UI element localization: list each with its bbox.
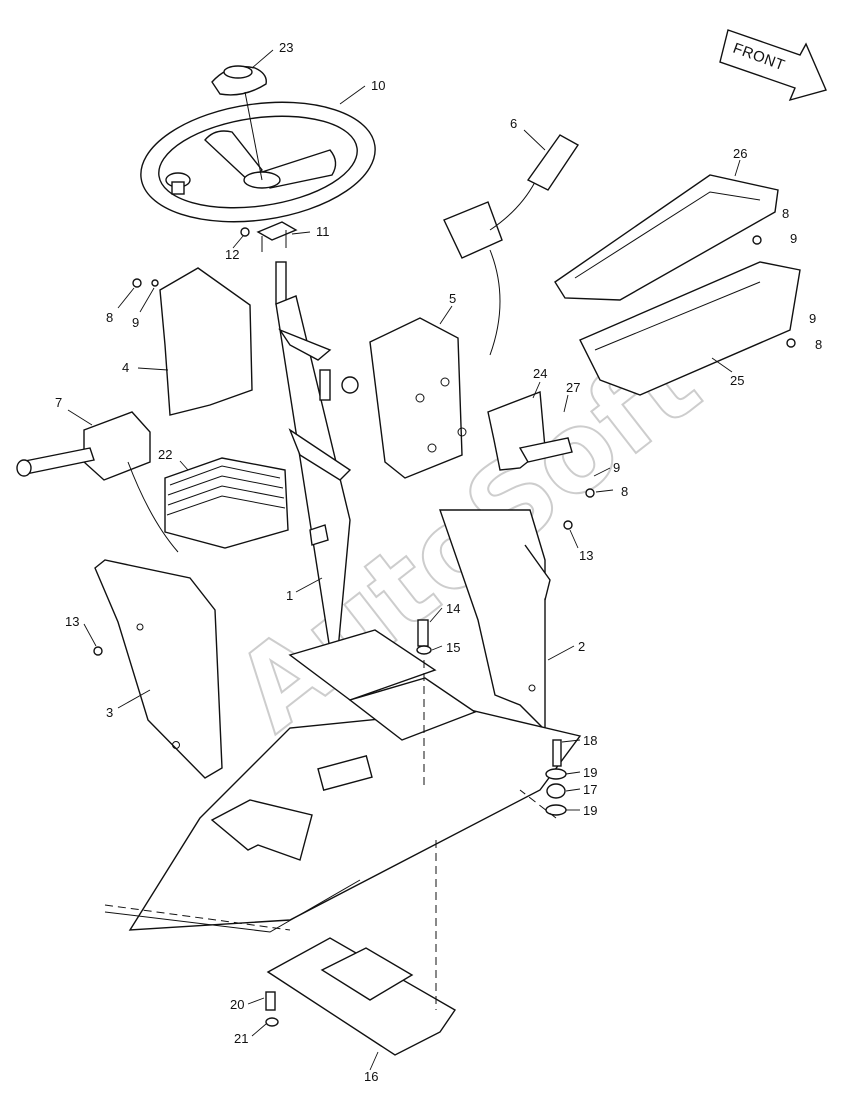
- leader-lines: [67, 49, 741, 1071]
- column-adapter: [240, 221, 298, 252]
- callout-9d: 9: [613, 460, 620, 475]
- light-switch: [16, 411, 179, 553]
- callout-26: 26: [733, 146, 747, 161]
- callout-8c: 8: [815, 337, 822, 352]
- callout-4: 4: [122, 360, 129, 375]
- callouts: 23 10 6 26 11 12 8 9 8 9 4 5 9 8 25 24 2…: [55, 40, 822, 1084]
- callout-8b: 8: [106, 310, 113, 325]
- callout-19b: 19: [583, 803, 597, 818]
- callout-15: 15: [446, 640, 460, 655]
- callout-21: 21: [234, 1031, 248, 1046]
- side-panel-right: [439, 509, 551, 732]
- callout-9b: 9: [132, 315, 139, 330]
- callout-13a: 13: [579, 548, 593, 563]
- callout-5: 5: [449, 291, 456, 306]
- callout-25: 25: [730, 373, 744, 388]
- steering-column: [275, 261, 437, 701]
- callout-2: 2: [578, 639, 585, 654]
- side-panel-left: [94, 559, 223, 779]
- steering-wheel: [140, 101, 376, 223]
- callout-12: 12: [225, 247, 239, 262]
- callout-27: 27: [566, 380, 580, 395]
- callout-1: 1: [286, 588, 293, 603]
- callout-10: 10: [371, 78, 385, 93]
- callout-7: 7: [55, 395, 62, 410]
- bracket: [487, 391, 573, 471]
- instrument-cover-top: [554, 174, 779, 301]
- callout-13b: 13: [65, 614, 79, 629]
- callout-24: 24: [533, 366, 547, 381]
- floor-plate: [104, 677, 582, 933]
- callout-20: 20: [230, 997, 244, 1012]
- callout-8d: 8: [621, 484, 628, 499]
- shift-lever: [443, 134, 580, 356]
- callout-11: 11: [316, 224, 330, 239]
- front-arrow: FRONT: [719, 29, 827, 102]
- callout-16: 16: [364, 1069, 378, 1084]
- dash-panel-rear: [159, 267, 253, 416]
- callout-3: 3: [106, 705, 113, 720]
- callout-23: 23: [279, 40, 293, 55]
- callout-14: 14: [446, 601, 460, 616]
- callout-22: 22: [158, 447, 172, 462]
- callout-17: 17: [583, 782, 597, 797]
- callout-18: 18: [583, 733, 597, 748]
- rubber-boot: [164, 457, 289, 549]
- steering-cap: [211, 65, 267, 181]
- instrument-cover-bottom: [579, 261, 801, 396]
- callout-19a: 19: [583, 765, 597, 780]
- pedal-plate: [266, 937, 457, 1056]
- dash-panel-front: [369, 317, 467, 479]
- callout-9c: 9: [809, 311, 816, 326]
- fasteners: [93, 235, 796, 1027]
- callout-8a: 8: [782, 206, 789, 221]
- callout-6: 6: [510, 116, 517, 131]
- callout-9a: 9: [790, 231, 797, 246]
